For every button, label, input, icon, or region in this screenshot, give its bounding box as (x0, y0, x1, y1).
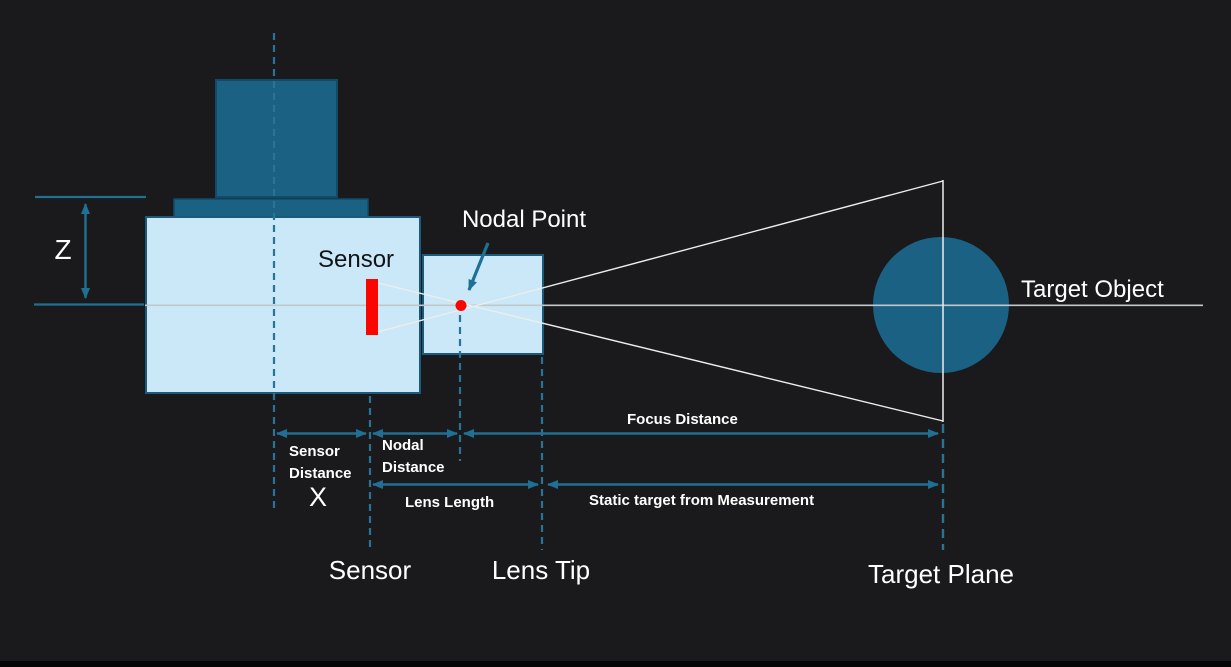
sensor-distance-label: Sensor Distance (289, 443, 352, 482)
target-object-label: Target Object (1021, 276, 1164, 303)
target-plane-label: Target Plane (868, 559, 1014, 589)
nodal-point-dot (455, 300, 467, 311)
sensor-distance-variable-label: X (308, 482, 327, 512)
lens-tip-label: Lens Tip (491, 555, 591, 585)
sensor-bar (366, 279, 378, 335)
sensor-internal-label: Sensor (318, 246, 395, 273)
focus-distance-label: Focus Distance (627, 411, 738, 428)
static-target-label: Static target from Measurement (589, 492, 815, 509)
nodal-distance-label: Nodal Distance (382, 437, 445, 476)
ray-sensor-bottom-to-target-top (373, 180, 944, 334)
nodal-point-label: Nodal Point (461, 206, 587, 233)
slide-bottom-strip (0, 661, 1231, 667)
nodal-pointer-arrow (467, 242, 490, 291)
ray-sensor-top-to-target-bottom (373, 281, 944, 422)
camera-mount-box (215, 79, 338, 198)
camera-flange-bar (173, 198, 369, 218)
z-label: Z (54, 234, 72, 265)
sensor-axis-label: Sensor (328, 555, 412, 585)
lens-length-label: Lens Length (405, 494, 495, 511)
